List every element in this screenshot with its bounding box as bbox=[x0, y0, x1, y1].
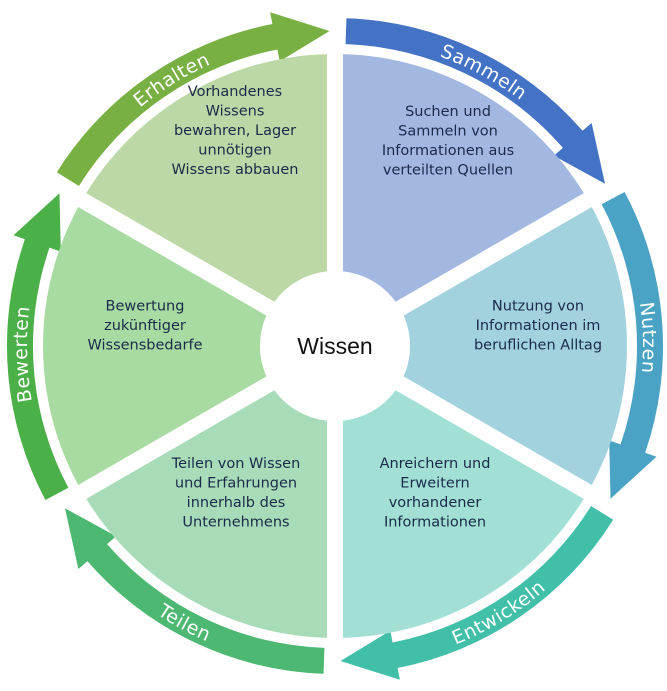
segment-text-entwickeln: Informationen bbox=[384, 514, 486, 530]
segment-text-entwickeln: Erweitern bbox=[400, 475, 469, 491]
segment-sammeln bbox=[343, 54, 584, 302]
segment-text-erhalten: bewahren, Lager bbox=[174, 123, 296, 139]
arrow-label-bewerten: Bewerten bbox=[10, 305, 37, 404]
segment-text-teilen: und Erfahrungen bbox=[175, 475, 297, 491]
segment-bewerten bbox=[43, 206, 267, 486]
segment-text-bewerten: Wissensbedarfe bbox=[87, 338, 202, 354]
segment-text-teilen: innerhalb des bbox=[187, 495, 286, 511]
segment-text-bewerten: zukünftiger bbox=[104, 318, 186, 334]
center-circle bbox=[260, 271, 410, 421]
segment-text-sammeln: Sammeln von bbox=[398, 123, 498, 139]
segment-text-erhalten: unnötigen bbox=[198, 143, 271, 159]
arrow-nutzen bbox=[601, 192, 664, 499]
segment-text-nutzen: Nutzung von bbox=[492, 299, 584, 315]
segment-text-erhalten: Vorhandenes bbox=[188, 84, 282, 100]
segment-entwickeln bbox=[343, 390, 584, 638]
arrow-erhalten bbox=[56, 12, 330, 186]
segment-text-nutzen: beruflichen Alltag bbox=[474, 338, 602, 354]
segment-text-erhalten: Wissens abbauen bbox=[172, 162, 299, 178]
segment-erhalten bbox=[86, 54, 327, 302]
segment-nutzen bbox=[403, 206, 627, 486]
arrow-entwickeln bbox=[340, 506, 614, 680]
segment-text-erhalten: Wissens bbox=[206, 104, 265, 120]
segment-text-sammeln: Informationen aus bbox=[382, 143, 514, 159]
center-label: Wissen bbox=[297, 333, 372, 359]
segment-text-sammeln: Suchen und bbox=[405, 104, 491, 120]
segment-text-entwickeln: vorhandener bbox=[389, 495, 482, 511]
segment-text-bewerten: Bewertung bbox=[106, 299, 185, 315]
segment-text-teilen: Teilen von Wissen bbox=[171, 456, 301, 472]
arrow-sammeln bbox=[345, 18, 606, 184]
segment-text-nutzen: Informationen im bbox=[476, 318, 601, 334]
segment-text-sammeln: verteilten Quellen bbox=[383, 162, 513, 178]
arrow-teilen bbox=[64, 508, 325, 674]
segment-teilen bbox=[86, 390, 327, 638]
segment-text-entwickeln: Anreichern und bbox=[380, 456, 491, 472]
arrow-bewerten bbox=[6, 193, 69, 500]
segment-text-teilen: Unternehmens bbox=[182, 514, 289, 530]
